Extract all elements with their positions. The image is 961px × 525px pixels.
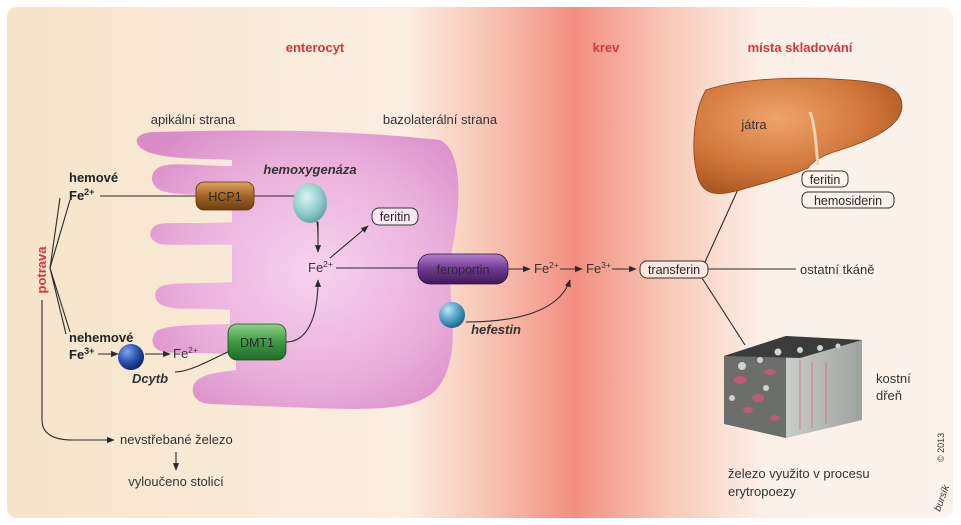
heme-oxygenase-enzyme bbox=[293, 183, 327, 223]
nonheme-iron-label: nehemové bbox=[69, 330, 133, 345]
apical-side-label: apikální strana bbox=[151, 112, 236, 127]
fe-to-ferritin-arrow bbox=[329, 225, 369, 259]
bone-marrow-label-line1: kostní bbox=[876, 371, 911, 386]
basolateral-side-label: bazolaterální strana bbox=[383, 112, 498, 127]
hephaestin-label: hefestin bbox=[471, 322, 521, 337]
dmt1-transporter: DMT1 bbox=[227, 323, 287, 361]
dmt1-to-fe-arrow bbox=[285, 279, 322, 343]
blood-fe3-ion: Fe3+ bbox=[586, 260, 611, 276]
section-title-enterocyte: enterocyt bbox=[286, 40, 345, 55]
fe2-to-dmt1-line bbox=[174, 349, 233, 373]
svg-text:HCP1: HCP1 bbox=[208, 190, 241, 204]
svg-text:feroportin: feroportin bbox=[437, 263, 490, 277]
transferrin-to-liver-line bbox=[704, 184, 741, 263]
dcytb-fe2-ion: Fe2+ bbox=[173, 345, 198, 361]
heme-iron-ion: Fe2+ bbox=[69, 187, 94, 203]
bone-marrow-label-line2: dřeň bbox=[876, 388, 902, 403]
liver-ferritin-box: feritin bbox=[801, 170, 849, 188]
transferrin-to-marrow-line bbox=[701, 277, 746, 346]
copyright-text: © 2013 bbox=[936, 433, 946, 462]
enterocyte-cell bbox=[136, 130, 459, 409]
dcytb-label: Dcytb bbox=[132, 371, 168, 386]
excreted-label: vyloučeno stolicí bbox=[128, 474, 224, 489]
dcytb-enzyme bbox=[118, 344, 144, 370]
ferroportin-transporter: feroportin bbox=[417, 253, 509, 285]
nonheme-iron-ion: Fe3+ bbox=[69, 346, 94, 362]
bone-marrow-illustration bbox=[724, 336, 862, 438]
blood-fe2-ion: Fe2+ bbox=[534, 260, 559, 276]
cell-fe2-ion: Fe2+ bbox=[308, 259, 333, 275]
heme-iron-label: hemové bbox=[69, 170, 118, 185]
hcp1-transporter: HCP1 bbox=[195, 181, 255, 211]
cell-ferritin-box: feritin bbox=[371, 207, 419, 226]
erythropoiesis-label-line2: erytropoezy bbox=[728, 484, 796, 499]
svg-text:DMT1: DMT1 bbox=[240, 336, 274, 350]
svg-text:feritin: feritin bbox=[810, 173, 841, 187]
liver-label: játra bbox=[740, 117, 767, 132]
section-title-blood: krev bbox=[593, 40, 621, 55]
transferrin-box: transferin bbox=[639, 260, 709, 279]
erythropoiesis-label-line1: železo využito v procesu bbox=[728, 466, 870, 481]
liver-hemosiderin-box: hemosiderin bbox=[801, 191, 895, 209]
diet-to-unabsorbed-arrow bbox=[41, 300, 115, 444]
other-tissues-label: ostatní tkáně bbox=[800, 262, 874, 277]
diet-branch-bottom bbox=[49, 267, 71, 333]
diet-branch-top bbox=[49, 199, 71, 269]
hephaestin-enzyme bbox=[439, 302, 465, 328]
svg-text:feritin: feritin bbox=[380, 210, 411, 224]
heme-oxygenase-label: hemoxygenáza bbox=[263, 162, 356, 177]
unabsorbed-iron-label: nevstřebané železo bbox=[120, 432, 233, 447]
hephaestin-arrow bbox=[465, 279, 571, 323]
svg-text:hemosiderin: hemosiderin bbox=[814, 194, 882, 208]
diet-label: potrava bbox=[34, 246, 49, 294]
liver-illustration bbox=[693, 77, 903, 194]
svg-text:transferin: transferin bbox=[648, 263, 700, 277]
section-title-storage: místa skladování bbox=[748, 40, 853, 55]
